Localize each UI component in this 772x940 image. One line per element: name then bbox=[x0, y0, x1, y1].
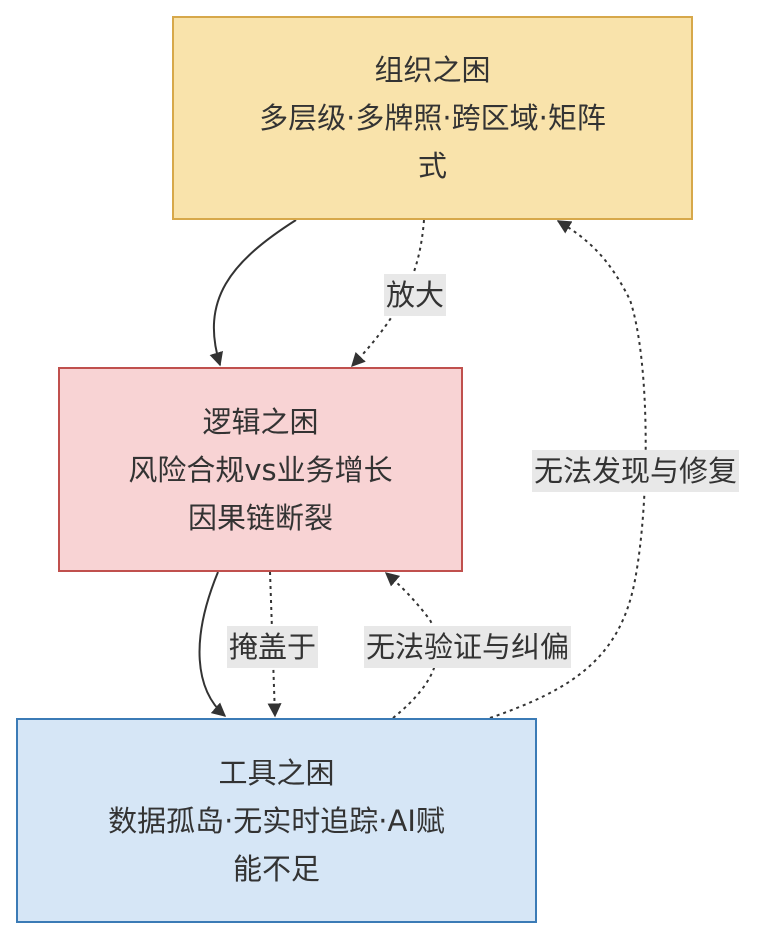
node-tool: 工具之困 数据孤岛·无实时追踪·AI赋 能不足 bbox=[16, 718, 537, 923]
edge-amplify bbox=[351, 219, 425, 368]
edge-label-cannot-verify: 无法验证与纠偏 bbox=[364, 626, 572, 668]
node-logic-line1: 风险合规vs业务增长 bbox=[128, 452, 393, 487]
node-organization: 组织之困 多层级·多牌照·跨区域·矩阵 式 bbox=[172, 16, 693, 220]
node-tool-title: 工具之困 bbox=[218, 755, 335, 790]
edge-label-amplify: 放大 bbox=[384, 274, 447, 316]
node-organization-line1: 多层级·多牌照·跨区域·矩阵 bbox=[259, 101, 606, 135]
edge-label-cannot-discover: 无法发现与修复 bbox=[532, 450, 740, 492]
node-tool-line2: 能不足 bbox=[232, 851, 320, 886]
edge-org-to-logic bbox=[209, 219, 297, 367]
node-organization-title: 组织之困 bbox=[374, 53, 491, 87]
node-logic: 逻辑之困 风险合规vs业务增长 因果链断裂 bbox=[58, 367, 463, 572]
node-logic-title: 逻辑之困 bbox=[202, 404, 319, 439]
node-logic-line2: 因果链断裂 bbox=[187, 500, 333, 535]
node-tool-line1: 数据孤岛·无实时追踪·AI赋 bbox=[108, 803, 445, 838]
node-organization-line2: 式 bbox=[417, 149, 447, 183]
edge-label-cover: 掩盖于 bbox=[227, 626, 319, 668]
edge-logic-to-tool bbox=[198, 571, 227, 717]
